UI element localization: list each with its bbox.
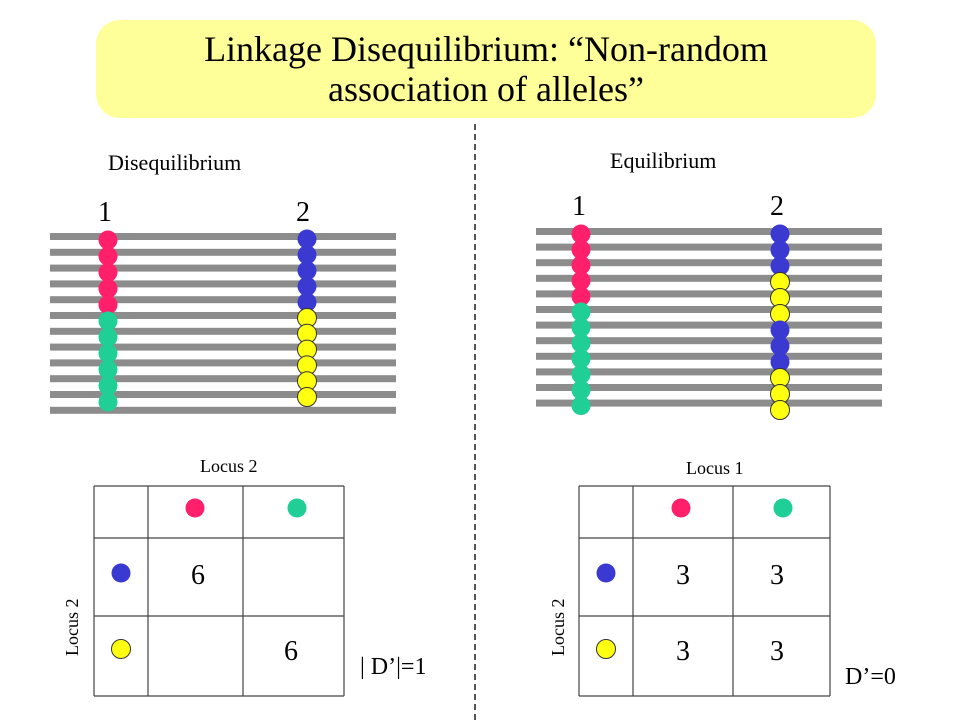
right-table-header-yellow-allele bbox=[596, 639, 616, 659]
left-locus-1-allele-red bbox=[98, 295, 118, 315]
left-table-header-yellow-allele bbox=[111, 639, 131, 659]
left-locus-2-allele-yellow bbox=[297, 387, 317, 407]
left-chromosome-bar bbox=[50, 248, 396, 256]
right-chromosome-bar bbox=[536, 337, 882, 345]
left-chromosome-bar bbox=[50, 296, 396, 304]
right-table-header-red-allele bbox=[671, 498, 691, 518]
right-chromosome-bar bbox=[536, 384, 882, 391]
right-locus-1-allele-green bbox=[571, 333, 591, 353]
right-chromosome-bar bbox=[536, 321, 882, 329]
right-chromosome-bar bbox=[536, 274, 882, 282]
right-locus-1-allele-green bbox=[571, 349, 591, 369]
right-locus-1-allele-red bbox=[571, 240, 591, 260]
left-locus-1-allele-red bbox=[98, 230, 118, 250]
left-locus-2-allele-blue bbox=[297, 276, 317, 296]
left-cell-r1c1: 6 bbox=[191, 560, 205, 591]
right-locus-1-allele-green bbox=[571, 380, 591, 400]
left-chromosome-bar bbox=[50, 406, 396, 414]
right-locus-2-allele-blue bbox=[770, 352, 790, 372]
left-cell-r2c2: 6 bbox=[284, 636, 298, 667]
right-chromosome-bar bbox=[536, 290, 882, 298]
right-table-top-label: Locus 1 bbox=[686, 458, 744, 478]
left-table-top-label: Locus 2 bbox=[200, 456, 258, 476]
left-locus-1-allele-green bbox=[98, 343, 118, 363]
left-table-header-green-allele bbox=[287, 498, 307, 518]
left-chromosome-bar bbox=[50, 359, 396, 367]
right-locus-2-allele-blue bbox=[770, 320, 790, 340]
right-d-prime-value: D’=0 bbox=[845, 664, 896, 690]
left-locus-1-allele-green bbox=[98, 360, 118, 380]
left-table-header-red-allele bbox=[185, 498, 205, 518]
left-chromosome-bar bbox=[50, 264, 396, 272]
left-locus-1-allele-red bbox=[98, 279, 118, 299]
right-cell-r1c1: 3 bbox=[676, 560, 690, 591]
left-chromosome-bar bbox=[50, 343, 396, 351]
title-banner: Linkage Disequilibrium: “Non-random asso… bbox=[96, 20, 876, 118]
left-locus-1-allele-red bbox=[98, 262, 118, 282]
left-chromosome-bar bbox=[50, 280, 396, 288]
right-locus-1-allele-red bbox=[571, 286, 591, 306]
right-locus-2-allele-blue bbox=[770, 224, 790, 244]
panel-divider bbox=[474, 124, 476, 720]
right-chromosome-bar bbox=[536, 352, 882, 360]
left-locus-2-allele-blue bbox=[297, 261, 317, 281]
left-locus-1-allele-green bbox=[98, 327, 118, 347]
left-locus-2-allele-blue bbox=[297, 229, 317, 249]
right-chromosome-bar bbox=[536, 399, 882, 407]
right-locus-1-allele-red bbox=[571, 224, 591, 244]
left-chromosome-bar bbox=[50, 391, 396, 398]
left-chromosome-bar bbox=[50, 233, 396, 240]
left-chromosome-bar bbox=[50, 375, 396, 383]
right-table-header-blue-allele bbox=[596, 563, 616, 583]
right-locus-2-allele-yellow bbox=[770, 400, 790, 420]
right-locus-1-allele-red bbox=[571, 271, 591, 291]
left-table-header-blue-allele bbox=[111, 563, 131, 583]
right-locus-1-allele-red bbox=[571, 255, 591, 275]
right-chromosome-bar bbox=[536, 306, 882, 313]
left-locus-2-label: 2 bbox=[296, 197, 310, 228]
right-locus-2-allele-blue bbox=[770, 240, 790, 260]
left-locus-1-allele-green bbox=[98, 392, 118, 412]
title-line-2: association of alleles” bbox=[328, 69, 644, 109]
right-chromosome-bar bbox=[536, 259, 882, 267]
left-locus-1-allele-green bbox=[98, 376, 118, 396]
left-locus-2-allele-blue bbox=[297, 292, 317, 312]
left-chromosome-bar bbox=[50, 327, 396, 335]
right-table-header-green-allele bbox=[773, 498, 793, 518]
right-locus-1-label: 1 bbox=[572, 191, 586, 222]
right-chromosome-bar bbox=[536, 228, 882, 235]
left-locus-2-allele-blue bbox=[297, 245, 317, 265]
title-line-1: Linkage Disequilibrium: “Non-random bbox=[204, 29, 768, 69]
left-chromosome-bar bbox=[50, 312, 396, 319]
right-locus-1-allele-green bbox=[571, 396, 591, 416]
right-panel-label: Equilibrium bbox=[610, 148, 717, 173]
right-cell-r1c2: 3 bbox=[770, 560, 784, 591]
right-chromosome-bar bbox=[536, 243, 882, 251]
left-locus-1-label: 1 bbox=[98, 197, 112, 228]
right-chromosome-bar bbox=[536, 368, 882, 376]
right-locus-1-allele-green bbox=[571, 302, 591, 322]
left-panel-label: Disequilibrium bbox=[108, 150, 242, 175]
right-locus-1-allele-green bbox=[571, 318, 591, 338]
left-table-side-label: Locus 2 bbox=[62, 598, 82, 657]
right-table-side-label: Locus 2 bbox=[548, 598, 568, 657]
right-locus-2-allele-blue bbox=[770, 336, 790, 356]
right-locus-1-allele-green bbox=[571, 364, 591, 384]
right-locus-2-label: 2 bbox=[770, 191, 784, 222]
left-locus-1-allele-red bbox=[98, 246, 118, 266]
left-d-prime-value: | D’|=1 bbox=[360, 654, 427, 680]
left-locus-1-allele-green bbox=[98, 311, 118, 331]
right-cell-r2c1: 3 bbox=[676, 636, 690, 667]
right-locus-2-allele-blue bbox=[770, 256, 790, 276]
right-cell-r2c2: 3 bbox=[770, 636, 784, 667]
